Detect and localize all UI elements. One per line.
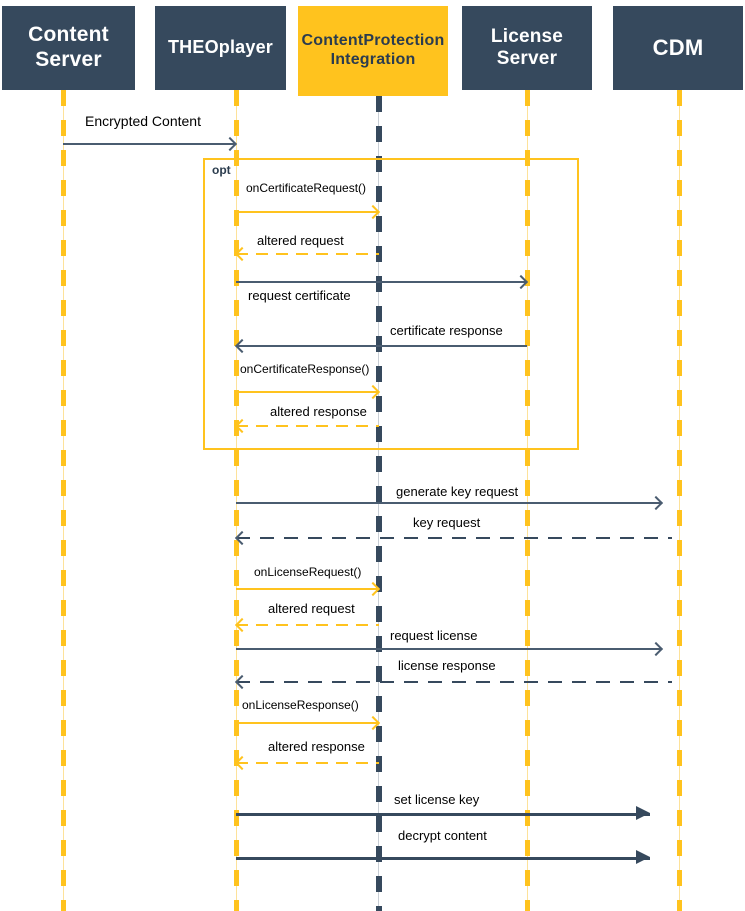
participant-label-line1: Content (28, 23, 109, 47)
message-label: altered request (257, 233, 344, 248)
fragment-opt-certificate (203, 158, 579, 450)
message-line (236, 253, 379, 255)
participant-label-line1: THEOplayer (167, 37, 274, 58)
message-altered-response-lic (234, 755, 379, 771)
participant-label-line1: CDM (652, 35, 704, 61)
message-altered-request-cert (234, 246, 379, 262)
arrowhead-right-icon (648, 495, 664, 511)
participant-label-line2: Server (496, 48, 558, 69)
message-line (236, 588, 379, 590)
lifeline-license-server (525, 90, 530, 911)
lifeline-dashes (525, 90, 530, 911)
message-on-certificate-request (236, 204, 381, 220)
message-label: set license key (394, 792, 480, 807)
message-line (236, 345, 527, 347)
message-license-response (234, 674, 672, 690)
lifeline-cdm (677, 90, 682, 911)
message-line (236, 857, 650, 860)
participant-box-theoplayer[interactable]: THEOplayer (155, 6, 286, 90)
message-line (236, 762, 379, 764)
message-decrypt-content (236, 850, 650, 864)
arrowhead-right-icon (636, 850, 650, 864)
message-line (236, 502, 662, 504)
participant-label-line2: Integration (330, 51, 416, 68)
message-label: request certificate (248, 288, 351, 303)
lifeline-theoplayer (234, 90, 239, 911)
message-on-license-request (236, 581, 381, 597)
message-label: onCertificateRequest() (246, 181, 367, 195)
message-label: onLicenseResponse() (242, 698, 359, 712)
message-line (236, 391, 379, 393)
message-altered-response-cert (234, 418, 379, 434)
message-label: onCertificateResponse() (240, 362, 370, 376)
message-generate-key-request (236, 495, 664, 511)
lifeline-dashes (234, 90, 239, 911)
message-key-request (234, 530, 672, 546)
message-line (236, 425, 379, 427)
message-set-license-key (236, 806, 650, 820)
message-line (236, 813, 650, 816)
message-label: altered request (268, 601, 355, 616)
message-line (236, 281, 527, 283)
message-label: altered response (268, 739, 365, 754)
message-line (236, 681, 672, 683)
arrowhead-right-icon (648, 641, 664, 657)
fragment-operator-label: opt (210, 163, 233, 177)
message-encrypted-content (63, 136, 238, 152)
message-request-certificate (236, 274, 529, 290)
arrowhead-right-icon (636, 806, 650, 820)
message-label: certificate response (390, 323, 503, 338)
participant-box-cdm[interactable]: CDM (613, 6, 743, 90)
message-line (236, 722, 379, 724)
message-request-license (236, 641, 664, 657)
message-label: key request (413, 515, 481, 530)
lifeline-dashes (61, 90, 66, 911)
message-label: altered response (270, 404, 367, 419)
message-line (236, 624, 379, 626)
message-line (236, 211, 379, 213)
participant-label-line1: License (490, 25, 564, 47)
message-on-license-response (236, 715, 381, 731)
participant-label: CDM (653, 35, 704, 61)
participant-label-line2: Server (35, 48, 102, 71)
participant-label: THEOplayer (168, 37, 273, 58)
message-certificate-response (234, 338, 527, 354)
message-label: license response (398, 658, 496, 673)
message-label: onLicenseRequest() (254, 565, 362, 579)
message-line (236, 537, 672, 539)
message-label: generate key request (396, 484, 519, 499)
message-line (63, 143, 236, 145)
message-label: decrypt content (398, 828, 487, 843)
lifeline-content-server (61, 90, 66, 911)
message-altered-request-lic (234, 617, 379, 633)
participant-label-line1: ContentProtection (301, 32, 445, 50)
message-label: request license (390, 628, 478, 643)
message-label: Encrypted Content (85, 113, 201, 129)
lifeline-dashes (677, 90, 682, 911)
message-on-certificate-response (236, 384, 381, 400)
message-line (236, 648, 662, 650)
